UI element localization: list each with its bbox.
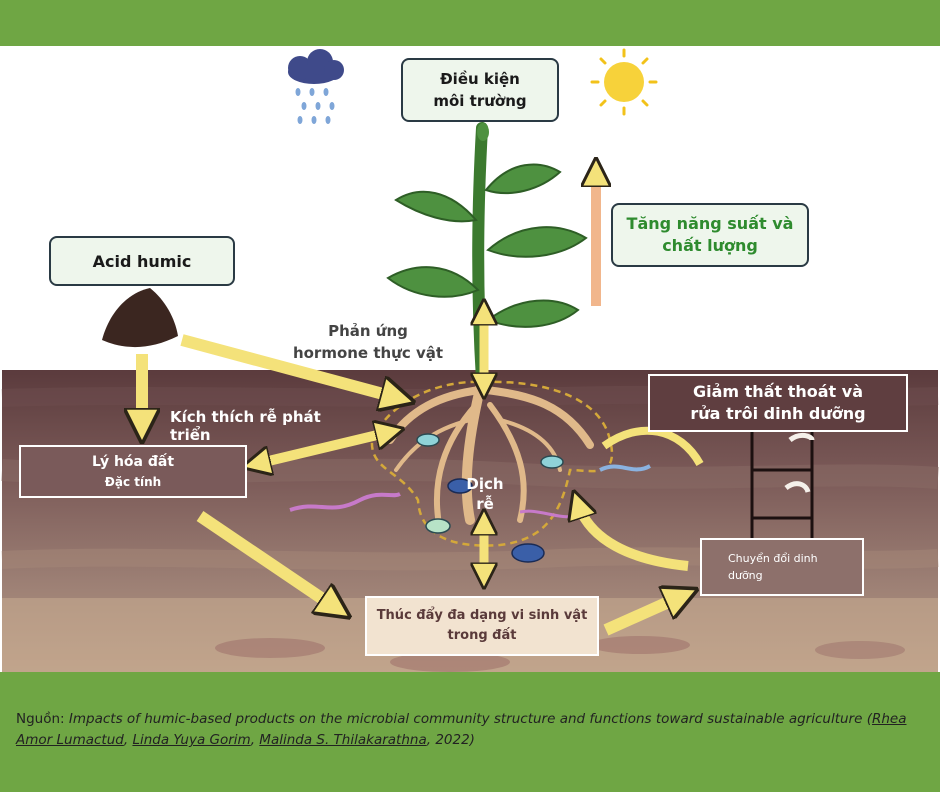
microbe-conversion-arrow — [603, 596, 682, 636]
author-1-link[interactable]: Rhea Amor Lumactud — [16, 711, 907, 748]
microbe-diversity-box: Thúc đẩy đa dạng vi sinh vật trong đất — [365, 596, 599, 656]
nutrient-conversion-box: Chuyển đổi dinh dưỡng — [700, 538, 864, 596]
source-prefix: Nguồn: — [16, 711, 69, 727]
yield-box: Tăng năng suất và chất lượng — [611, 203, 809, 267]
acid-root-arrow — [180, 334, 398, 398]
yield-line-2: chất lượng — [662, 236, 758, 255]
soil-props-line-1: Lý hóa đất — [91, 453, 175, 470]
acid-humic-label: Acid humic — [92, 251, 192, 271]
soil-props-box: Lý hóa đất Đặc tính — [19, 445, 247, 498]
rhizosphere-outline — [370, 380, 614, 547]
reduce-loss-line-1: Giảm thất thoát và — [693, 382, 863, 401]
source-title: Impacts of humic-based products on the m… — [68, 711, 863, 727]
environment-box: Điều kiện môi trường — [401, 58, 559, 122]
soil-props-arrow — [256, 432, 390, 464]
soil-props-line-2: Đặc tính — [104, 474, 162, 489]
exudate-line-1: Dịch — [466, 475, 504, 493]
reduce-loss-box: Giảm thất thoát và rửa trôi dinh dưỡng — [648, 374, 908, 432]
source-close: , 2022) — [426, 732, 475, 748]
exudate-label: Dịch rễ — [455, 474, 515, 514]
source-sep-1: , — [123, 732, 133, 748]
nutrient-conversion-line-1: Chuyển đổi dinh — [728, 552, 818, 565]
author-2-link[interactable]: Linda Yuya Gorim — [132, 732, 251, 748]
root-growth-text: Kích thích rễ phát triển — [170, 408, 321, 444]
yield-line-1: Tăng năng suất và — [626, 214, 794, 233]
environment-line-1: Điều kiện — [440, 70, 520, 88]
environment-line-2: môi trường — [433, 92, 527, 110]
acid-humic-box: Acid humic — [49, 236, 235, 286]
conversion-root-arrow — [578, 504, 689, 571]
source-open: ( — [862, 711, 872, 727]
exudate-line-2: rễ — [476, 495, 494, 513]
hormone-line-1: Phản ứng — [328, 322, 408, 340]
root-growth-label: Kích thích rễ phát triển — [170, 408, 366, 444]
microbe-diversity-line-2: trong đất — [447, 628, 517, 643]
hormone-line-2: hormone thực vật — [292, 344, 444, 362]
author-3-link[interactable]: Malinda S. Thilakarathna — [259, 732, 427, 748]
microbes — [289, 433, 651, 563]
reduce-loss-line-2: rửa trôi dinh dưỡng — [690, 404, 866, 423]
nutrient-ladder-icon — [750, 420, 815, 542]
hormone-label: Phản ứng hormone thực vật — [278, 320, 458, 364]
rain-cloud-icon — [288, 49, 344, 124]
top-band — [0, 0, 940, 46]
source-citation: Nguồn: Impacts of humic-based products o… — [16, 709, 916, 751]
humic-pile — [102, 288, 178, 348]
soil-microbe-arrow — [196, 511, 336, 608]
nutrient-conversion-line-2: dưỡng — [728, 569, 763, 582]
microbe-diversity-line-1: Thúc đẩy đa dạng vi sinh vật — [376, 608, 588, 623]
source-sep-2: , — [250, 732, 260, 748]
sun-icon — [590, 48, 658, 116]
